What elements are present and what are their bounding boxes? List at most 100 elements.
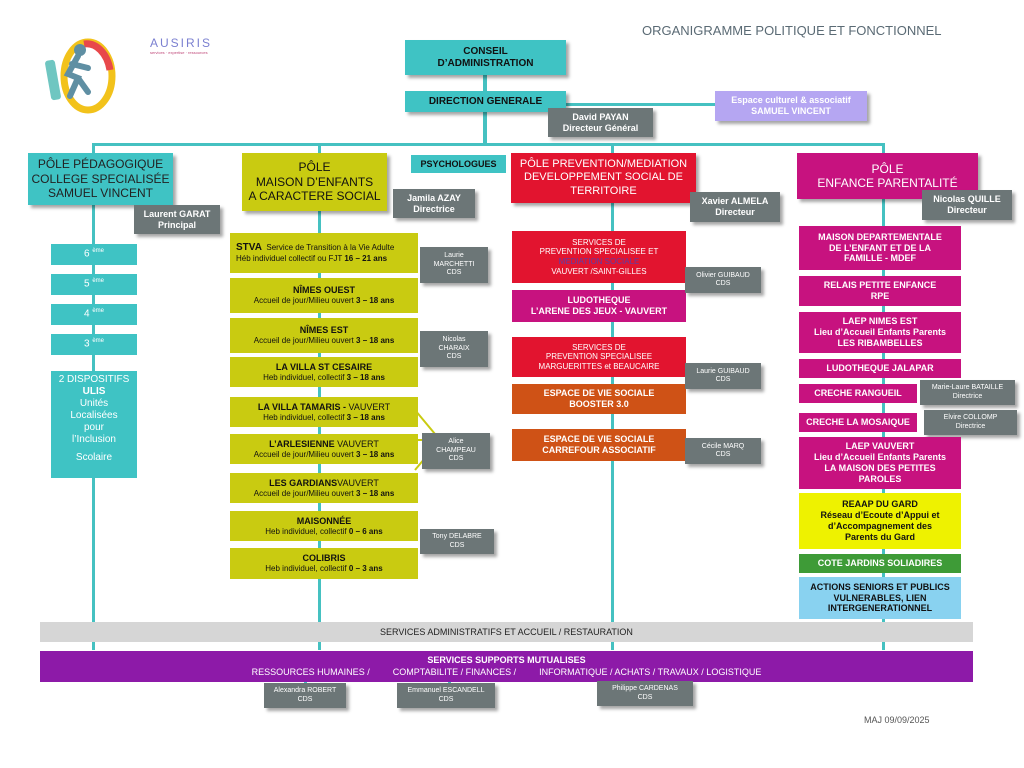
cds-card-marchetti[interactable]: Laurie MARCHETTI CDS — [420, 247, 488, 283]
grade-6[interactable]: 6 ème — [51, 244, 137, 265]
pole4-head-role: Directeur — [947, 205, 987, 215]
service-nimes-ouest[interactable]: NÎMES OUEST Accueil de jour/Milieu ouver… — [230, 278, 418, 313]
pole2-title-2: MAISON D’ENFANTS — [255, 174, 374, 189]
services-prevention-marguerittes[interactable]: SERVICES DE PREVENTION SPECIALISEE MARGU… — [512, 337, 686, 377]
grade-3[interactable]: 3 ème — [51, 334, 137, 355]
director-card-collomp[interactable]: Elvire COLLOMP Directrice — [924, 410, 1017, 435]
mdef[interactable]: MAISON DEPARTEMENTALE DE L’ENFANT ET DE … — [799, 226, 961, 270]
pole-pedagogique-header[interactable]: PÔLE PÉDAGOGIQUE COLLEGE SPECIALISÉE SAM… — [28, 153, 173, 205]
pole2-head-card[interactable]: Jamila AZAY Directrice — [393, 189, 475, 218]
service-colibris[interactable]: COLIBRIS Heb individuel, collectif 0 – 3… — [230, 548, 418, 579]
service-villa-st-cesaire[interactable]: LA VILLA ST CESAIRE Heb individuel, coll… — [230, 357, 418, 387]
services-supports-band[interactable]: SERVICES SUPPORTS MUTUALISES RESSOURCES … — [40, 651, 973, 682]
cds-name-2: CHARAIX — [438, 344, 470, 352]
psychologues-box[interactable]: PSYCHOLOGUES — [411, 155, 506, 173]
evs-carrefour[interactable]: ESPACE DE VIE SOCIALE CARREFOUR ASSOCIAT… — [512, 429, 686, 461]
association-logo — [44, 30, 118, 114]
cds-card-robert[interactable]: Alexandra ROBERT CDS — [264, 683, 346, 708]
pole1-title-1: PÔLE PÉDAGOGIQUE — [37, 157, 164, 172]
director-card-bataille[interactable]: Marie-Laure BATAILLE Directrice — [920, 380, 1015, 405]
service-age: 3 – 18 ans — [356, 296, 395, 306]
laep1-line-1: LAEP NIMES EST — [842, 316, 918, 327]
dg-card[interactable]: David PAYAN Directeur Général — [548, 108, 653, 137]
espace-label-1: Espace culturel & associatif — [731, 95, 851, 106]
cds-name: Philippe CARDENAS — [612, 685, 678, 693]
pole3-head-card[interactable]: Xavier ALMELA Directeur — [690, 192, 780, 222]
pole-mecs-header[interactable]: PÔLE MAISON D’ENFANTS A CARACTERE SOCIAL — [242, 153, 387, 211]
service-name-suffix: VAUVERT — [345, 401, 391, 412]
cds-card-champeau[interactable]: Alice CHAMPEAU CDS — [422, 433, 490, 469]
service-nimes-est[interactable]: NÎMES EST Accueil de jour/Milieu ouvert … — [230, 318, 418, 353]
reaap-gard[interactable]: REAAP DU GARD Réseau d’Ecoute d’Appui et… — [799, 493, 961, 549]
s1-line-1: SERVICES DE — [572, 237, 626, 247]
grade-5[interactable]: 5 ème — [51, 274, 137, 295]
pole-enfance-header[interactable]: PÔLE ENFANCE PARENTALITÉ — [797, 153, 978, 199]
pole4-head-card[interactable]: Nicolas QUILLE Directeur — [922, 190, 1012, 220]
cds-card-olivier-guibaud[interactable]: Olivier GUIBAUD CDS — [685, 267, 761, 293]
cds-card-cecile-marq[interactable]: Cécile MARQ CDS — [685, 438, 761, 464]
service-name: LA VILLA ST CESAIRE — [275, 361, 373, 372]
actions-seniors[interactable]: ACTIONS SENIORS ET PUBLICS VULNERABLES, … — [799, 577, 961, 619]
service-stva[interactable]: STVA Service de Transition à la Vie Adul… — [230, 233, 418, 273]
ulis-line-3: Unités — [79, 398, 109, 409]
cds-role: CDS — [446, 353, 462, 361]
service-gardians[interactable]: LES GARDIANSVAUVERT Accueil de jour/Mili… — [230, 473, 418, 503]
pole1-head-name: Laurent GARAT — [143, 208, 211, 219]
cds-card-escandell[interactable]: Emmanuel ESCANDELL CDS — [397, 683, 495, 708]
cds-card-charaix[interactable]: Nicolas CHARAIX CDS — [420, 331, 488, 367]
ludo-line-2: L’ARENE DES JEUX - VAUVERT — [530, 306, 668, 316]
service-maisonnee[interactable]: MAISONNÉE Heb individuel, collectif 0 – … — [230, 511, 418, 541]
laep1-line-3: LES RIBAMBELLES — [837, 337, 923, 348]
creche-rangueil[interactable]: CRECHE RANGUEIL — [799, 384, 917, 403]
cote-jardins[interactable]: COTE JARDINS SOLIADIRES — [799, 554, 961, 573]
ludotheque-arene[interactable]: LUDOTHEQUE L’ARENE DES JEUX - VAUVERT — [512, 290, 686, 322]
laep-vauvert[interactable]: LAEP VAUVERT Lieu d’Accueil Enfants Pare… — [799, 437, 961, 489]
cds-card-cardenas[interactable]: Philippe CARDENAS CDS — [597, 681, 693, 706]
reaap-line-1: REAAP DU GARD — [842, 499, 918, 510]
service-name-suffix: VAUVERT — [334, 438, 379, 449]
ludo-jalapar-label: LUDOTHEQUE JALAPAR — [826, 363, 934, 374]
cds-card-delabre[interactable]: Tony DELABRE CDS — [420, 529, 494, 554]
grade-6-sup: ème — [92, 248, 104, 255]
cds-role: CDS — [715, 280, 731, 287]
update-date: MAJ 09/09/2025 — [864, 715, 930, 725]
service-villa-tamaris[interactable]: LA VILLA TAMARIS - VAUVERT Heb individue… — [230, 397, 418, 427]
stva-desc: Service de Transition à la Vie Adulte — [266, 243, 395, 253]
grade-5-num: 5 — [83, 278, 90, 290]
service-name: LA VILLA TAMARIS - — [257, 401, 346, 412]
pole1-head-card[interactable]: Laurent GARAT Principal — [134, 205, 220, 234]
ulis-dispositifs[interactable]: 2 DISPOSITIFS ULIS Unités Localisées pou… — [51, 371, 137, 478]
service-name: NÎMES EST — [299, 325, 349, 336]
ludotheque-jalapar[interactable]: LUDOTHEQUE JALAPAR — [799, 359, 961, 378]
creche-mosaique[interactable]: CRECHE LA MOSAIQUE — [799, 413, 917, 432]
creche2-label: CRECHE LA MOSAIQUE — [806, 417, 910, 428]
direction-generale[interactable]: DIRECTION GENERALE — [405, 91, 566, 112]
espace-connector — [487, 103, 717, 106]
espace-culturel[interactable]: Espace culturel & associatif SAMUEL VINC… — [715, 91, 867, 121]
s2-line-1: SERVICES DE — [572, 342, 626, 352]
actions-line-2: VULNERABLES, LIEN — [833, 592, 927, 603]
rpe[interactable]: RELAIS PETITE ENFANCE RPE — [799, 276, 961, 306]
laep2-line-1: LAEP VAUVERT — [845, 441, 915, 452]
ausiris-logo: AUSIRIS services · expertise · ressource… — [150, 36, 240, 62]
grade-4[interactable]: 4 ème — [51, 304, 137, 325]
cds-card-laurie-guibaud[interactable]: Laurie GUIBAUD CDS — [685, 363, 761, 389]
conseil-administration[interactable]: CONSEIL D’ADMINISTRATION — [405, 40, 566, 75]
reaap-line-4: Parents du Gard — [844, 531, 916, 542]
cds-name-2: CHAMPEAU — [436, 446, 476, 454]
service-arlesienne[interactable]: L’ARLESIENNE VAUVERT Accueil de jour/Mil… — [230, 434, 418, 464]
pole-prevention-header[interactable]: PÔLE PREVENTION/MEDIATION DEVELOPPEMENT … — [511, 153, 696, 203]
evs-booster[interactable]: ESPACE DE VIE SOCIALE BOOSTER 3.0 — [512, 384, 686, 414]
service-name: MAISONNÉE — [296, 515, 352, 526]
pole1-title-2: COLLEGE SPECIALISÉE — [31, 171, 170, 186]
pole4-title-1: PÔLE — [871, 161, 904, 176]
dir2-role: Directrice — [955, 422, 986, 430]
cds-name-1: Tony DELABRE — [432, 533, 482, 541]
dir1-name: Marie-Laure BATAILLE — [931, 384, 1004, 392]
evs1-line-1: ESPACE DE VIE SOCIALE — [543, 388, 655, 399]
service-age: 3 – 18 ans — [356, 336, 395, 346]
services-administratifs-band[interactable]: SERVICES ADMINISTRATIFS ET ACCUEIL / RES… — [40, 622, 973, 642]
laep-nimes-est[interactable]: LAEP NIMES EST Lieu d’Accueil Enfants Pa… — [799, 312, 961, 353]
services-prevention-vauvert[interactable]: SERVICES DE PREVENTION SPECIALISEE ET ME… — [512, 231, 686, 283]
grade-4-num: 4 — [83, 308, 90, 320]
